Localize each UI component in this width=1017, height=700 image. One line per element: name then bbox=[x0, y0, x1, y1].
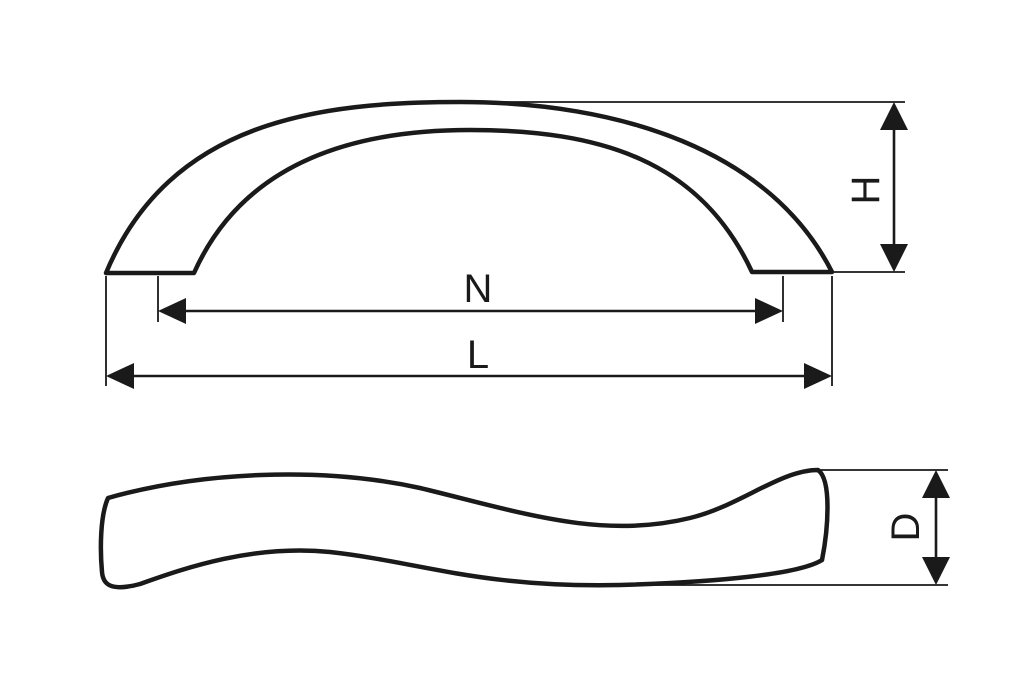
side-view: D bbox=[98, 467, 950, 590]
length-label: L bbox=[467, 333, 489, 377]
handle-side-profile bbox=[98, 467, 830, 590]
depth-label: D bbox=[884, 513, 928, 542]
spacing-arrow-right bbox=[755, 298, 783, 324]
front-view: H N L bbox=[103, 99, 908, 389]
hole-spacing-label: N bbox=[464, 267, 493, 311]
height-dimension: H bbox=[844, 102, 908, 272]
height-arrow-top bbox=[880, 102, 908, 130]
length-arrow-left bbox=[106, 363, 134, 389]
height-label: H bbox=[844, 176, 888, 205]
handle-arch-outline bbox=[103, 99, 835, 276]
depth-dimension: D bbox=[884, 470, 950, 585]
depth-arrow-top bbox=[922, 470, 950, 498]
hole-spacing-dimension: N bbox=[158, 267, 783, 324]
length-arrow-right bbox=[804, 363, 832, 389]
height-arrow-bottom bbox=[880, 244, 908, 272]
length-dimension: L bbox=[106, 333, 832, 389]
depth-arrow-bottom bbox=[922, 557, 950, 585]
spacing-arrow-left bbox=[158, 298, 186, 324]
